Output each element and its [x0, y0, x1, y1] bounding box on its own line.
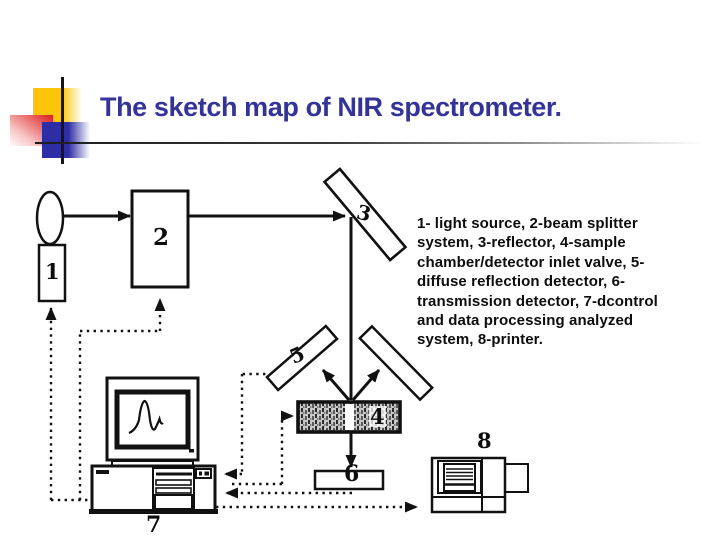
- beam-to-diffuse-detector-right: [351, 369, 381, 401]
- printer: [430, 456, 529, 514]
- beam-to-diffuse-detector-left: [321, 369, 351, 401]
- monitor-screen-frame: [114, 389, 191, 450]
- printer-paper-lines: [446, 468, 473, 481]
- printer-paper-stack: [443, 463, 476, 492]
- beam-splitter-box: [130, 189, 190, 289]
- legend-line: and data processing analyzed: [417, 312, 634, 330]
- legend-line: system, 8-printer.: [417, 331, 544, 349]
- legend-text: 1- light source, 2-beam splitter system,…: [417, 214, 717, 350]
- sample-chamber-beam-slot: [345, 404, 354, 430]
- reflector-bar: [322, 167, 408, 262]
- drive-slot-2: [155, 479, 192, 486]
- label-printer: 8: [477, 428, 492, 453]
- label-transmission-detector: 6: [344, 461, 360, 487]
- label-sample-chamber: 4: [369, 404, 386, 429]
- power-button: [195, 468, 212, 479]
- diffuse-detector-bar: [265, 324, 339, 392]
- light-source-box: [37, 243, 67, 303]
- power-button-dot-2: [204, 471, 209, 476]
- label-computer: 7: [146, 512, 162, 538]
- page-title: The sketch map of NIR spectrometer.: [100, 92, 562, 122]
- transmission-detector-box: [313, 469, 385, 491]
- title-underline-rule: [35, 142, 705, 144]
- beam-path: [63, 210, 381, 468]
- drive-slot-3: [155, 487, 192, 494]
- printer-side-tray: [504, 463, 529, 493]
- decor-blue-square: [42, 122, 90, 158]
- screen-waveform: [128, 399, 164, 435]
- case-vent-dash: [96, 470, 109, 474]
- label-beam-splitter: 2: [153, 224, 170, 251]
- legend-line: diffuse reflection detector, 6-: [417, 273, 626, 291]
- legend-line: system, 3-reflector, 4-sample: [417, 234, 626, 252]
- secondary-reflector-bar: [358, 324, 434, 402]
- monitor-power-led: [189, 449, 194, 453]
- decor-vertical-line: [61, 77, 64, 164]
- drive-bay-lower: [154, 494, 193, 510]
- legend-line: chamber/detector inlet valve, 5-: [417, 253, 645, 271]
- computer: [89, 376, 218, 514]
- label-light-source: 1: [45, 259, 60, 284]
- light-source-lamp-ellipse: [35, 190, 65, 246]
- power-button-dot-1: [199, 471, 202, 476]
- legend-line: transmission detector, 7-dcontrol: [417, 292, 658, 310]
- legend-line: 1- light source, 2-beam splitter: [417, 215, 638, 232]
- dotted-signal-lines: [45, 298, 418, 513]
